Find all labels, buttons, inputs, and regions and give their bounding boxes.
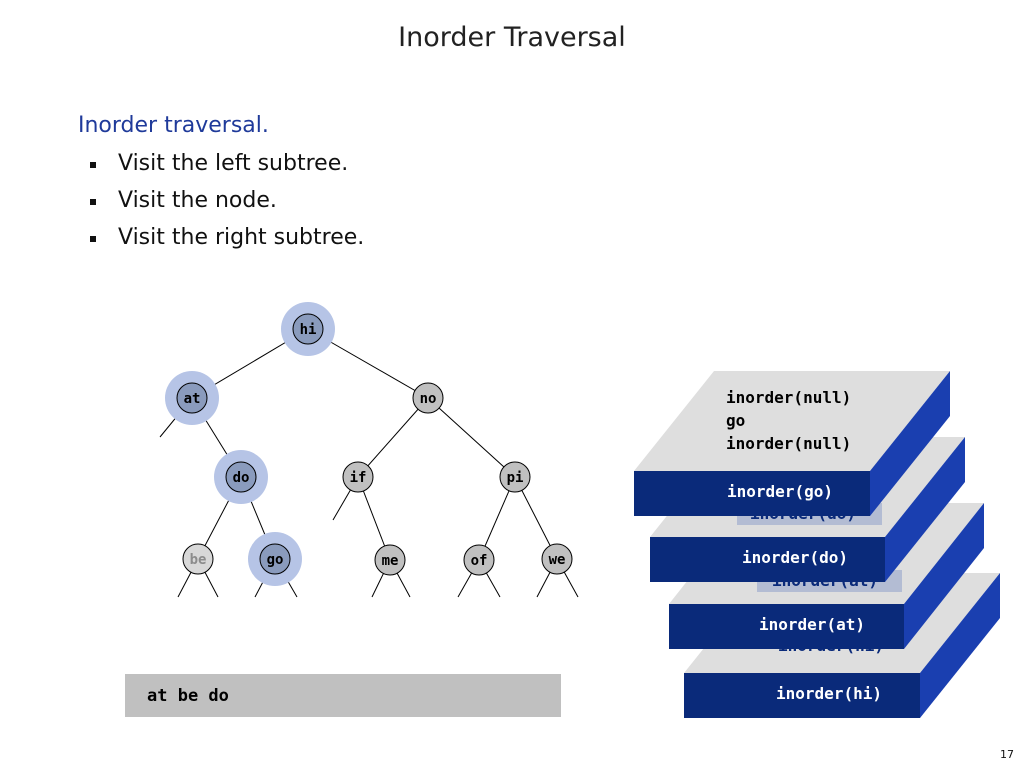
tree-node-label: at	[184, 391, 201, 407]
tree-node-label: hi	[300, 322, 317, 338]
tree-edge	[357, 397, 429, 478]
bullet-square-icon	[90, 199, 96, 205]
page-number: 17	[1000, 748, 1014, 761]
stack-frame-label: inorder(at)	[759, 615, 865, 634]
stack-top-line: inorder(null)	[726, 434, 851, 453]
tree-node-no: no	[412, 382, 444, 414]
tree-node-label: no	[420, 391, 437, 407]
call-stack: inorder(hi) inorder(hi) inorder(at) inor…	[634, 371, 1000, 718]
tree-node-hi: hi	[292, 313, 324, 345]
tree-node-at: at	[176, 382, 208, 414]
tree-node-label: of	[471, 553, 488, 569]
tree-node-label: go	[267, 552, 284, 568]
tree-node-label: be	[190, 552, 207, 568]
tree-node-of: of	[463, 544, 495, 576]
highlight-halos	[165, 302, 335, 586]
tree-node-label: do	[233, 470, 250, 486]
stack-top-line: go	[726, 411, 745, 430]
tree-nodes: hi at no do if pi be go	[176, 313, 573, 576]
tree-node-we: we	[541, 543, 573, 575]
tree-node-label: pi	[507, 470, 524, 486]
bullet-item: Visit the left subtree.	[90, 149, 364, 186]
tree-edge	[427, 397, 516, 478]
tree-node-label: if	[350, 470, 367, 486]
stack-top-line: inorder(null)	[726, 388, 851, 407]
stack-frame-go: inorder(null) go inorder(null) inorder(g…	[634, 371, 950, 516]
tree-node-label: me	[382, 553, 399, 569]
tree-node-go: go	[259, 543, 291, 575]
bullet-list: Visit the left subtree. Visit the node. …	[90, 149, 364, 260]
stack-frame-label: inorder(go)	[727, 482, 833, 501]
output-box: at be do	[125, 674, 561, 717]
tree-node-label: we	[549, 552, 566, 568]
output-text: at be do	[147, 686, 229, 706]
tree-node-pi: pi	[499, 461, 531, 493]
stack-frame-label: inorder(hi)	[776, 684, 882, 703]
slide-title: Inorder Traversal	[398, 22, 626, 53]
bullet-item: Visit the right subtree.	[90, 223, 364, 260]
tree-node-if: if	[342, 461, 374, 493]
tree-node-do: do	[225, 461, 257, 493]
tree-node-be: be	[182, 543, 214, 575]
bullet-item: Visit the node.	[90, 186, 364, 223]
bullet-square-icon	[90, 236, 96, 242]
intro-heading: Inorder traversal.	[78, 113, 269, 138]
stack-frame-label: inorder(do)	[742, 548, 848, 567]
tree-node-me: me	[374, 544, 406, 576]
bullet-square-icon	[90, 162, 96, 168]
